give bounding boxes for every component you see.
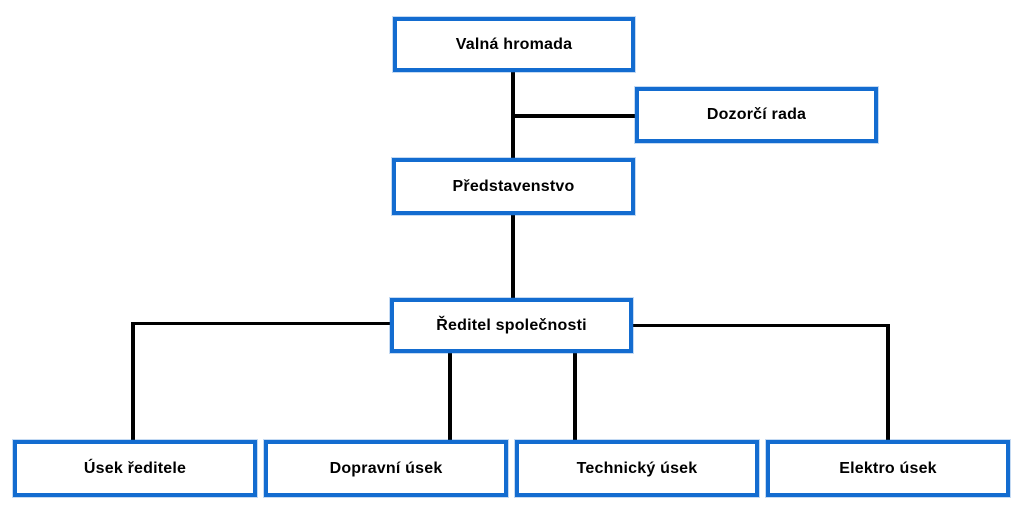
connector-branch-to-dozorci-rada [511,114,635,118]
connector-reditel-to-elektro-vertical [886,324,890,440]
node-predstavenstvo: Představenstvo [392,158,635,215]
connector-reditel-to-technicky [573,353,577,440]
node-usek-reditele: Úsek ředitele [13,440,257,497]
connector-reditel-to-dopravni [448,353,452,440]
node-technicky-usek-label: Technický úsek [576,459,698,477]
connector-predstavenstvo-to-reditel [511,215,515,298]
node-dozorci-rada: Dozorčí rada [635,87,878,143]
node-dopravni-usek: Dopravní úsek [264,440,508,497]
node-reditel-spolecnosti-label: Ředitel společnosti [436,316,587,334]
node-valna-hromada-label: Valná hromada [455,35,573,53]
node-valna-hromada: Valná hromada [393,17,635,72]
node-elektro-usek-label: Elektro úsek [839,459,937,477]
connector-reditel-to-usek-reditele-vertical [131,322,135,440]
node-predstavenstvo-label: Představenstvo [452,177,575,195]
node-dozorci-rada-label: Dozorčí rada [706,106,807,123]
connector-reditel-to-usek-reditele-horizontal [131,322,390,325]
connector-reditel-to-elektro-horizontal [633,324,890,327]
node-technicky-usek: Technický úsek [515,440,759,497]
node-elektro-usek: Elektro úsek [766,440,1010,497]
node-usek-reditele-label: Úsek ředitele [83,459,187,477]
node-dopravni-usek-label: Dopravní úsek [329,459,443,477]
node-reditel-spolecnosti: Ředitel společnosti [390,298,633,353]
